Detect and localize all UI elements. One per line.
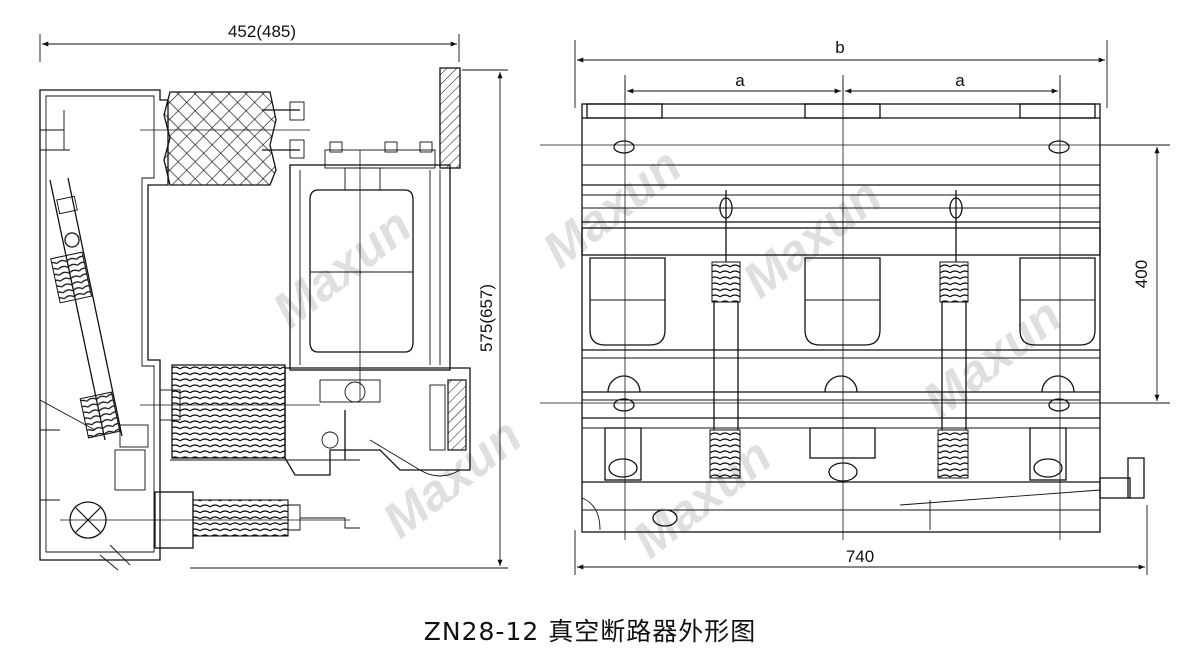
side-top-terminal (324, 141, 436, 169)
watermark-text: Maxun (732, 167, 891, 309)
side-lower-insulator (171, 364, 286, 459)
front-interrupters (589, 257, 1096, 346)
side-view: 452(485) 575(657) (39, 22, 508, 571)
front-height-dimension: 400 (1100, 144, 1170, 404)
front-springs (709, 190, 969, 479)
watermark-text: Maxun (262, 197, 421, 339)
side-upper-insulator (163, 91, 277, 186)
front-depth-label: 740 (846, 547, 874, 566)
front-overall-dimension: b (574, 38, 1108, 108)
front-pitch-left-label: a (735, 71, 745, 90)
front-view: b a a 400 740 (540, 38, 1170, 575)
front-frame (540, 103, 1105, 533)
front-overall-label: b (835, 38, 844, 57)
side-frame (39, 89, 169, 561)
front-height-label: 400 (1132, 260, 1151, 288)
side-top-bracket (439, 67, 461, 169)
circuit-breaker-outline-drawing: 452(485) 575(657) (39, 22, 1170, 575)
side-height-dimension: 575(657) (190, 69, 508, 569)
watermark-text: Maxun (622, 427, 781, 569)
side-vacuum-interrupter (289, 150, 451, 400)
side-base-components (60, 424, 360, 571)
side-width-dimension: 452(485) (39, 22, 460, 62)
side-lower-mechanism (284, 367, 471, 477)
front-center-lines (624, 80, 1061, 540)
front-pitch-right-label: a (955, 71, 965, 90)
drawing-caption: ZN28-12 真空断路器外形图 (423, 617, 757, 646)
front-pitch-dimensions: a a (624, 71, 1061, 100)
front-terminal-pads (586, 103, 1096, 119)
front-depth-dimension: 740 (574, 505, 1148, 575)
side-width-label: 452(485) (228, 22, 296, 41)
front-mounting-holes (607, 140, 1075, 412)
side-operating-rod (39, 177, 123, 441)
side-height-label: 575(657) (477, 284, 496, 352)
watermark-layer: Maxun Maxun Maxun Maxun Maxun Maxun (262, 137, 1071, 569)
